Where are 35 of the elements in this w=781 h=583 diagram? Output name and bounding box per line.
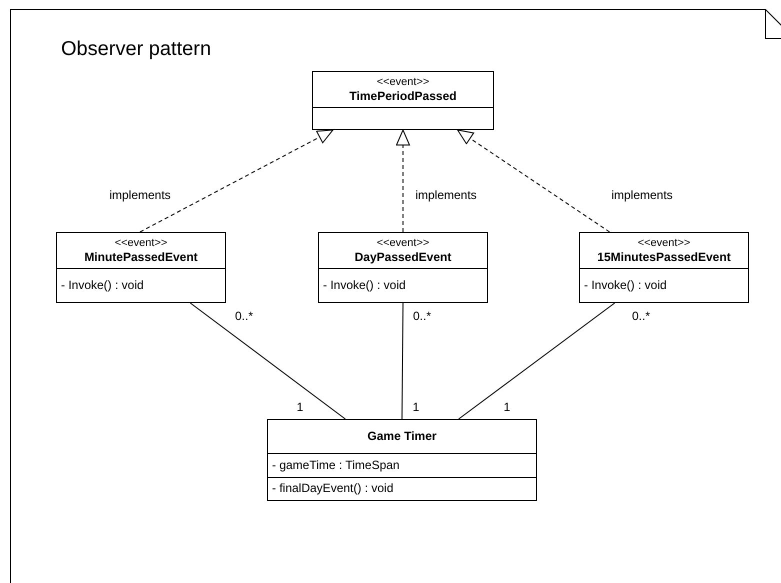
stereotype-label: <<event>> [114, 236, 168, 250]
class-box [56, 232, 226, 303]
member-text: - Invoke() : void [584, 278, 667, 293]
class-box [312, 71, 494, 130]
multiplicity-label: 1 [504, 400, 510, 414]
dashed-arrow [396, 130, 410, 232]
stereotype-label: <<event>> [376, 76, 430, 88]
association-line [402, 302, 404, 420]
dashed-arrow [139, 130, 334, 232]
dashed-arrow [457, 130, 610, 232]
member-text: - gameTime : TimeSpan [272, 458, 400, 473]
multiplicity-label: 1 [412, 400, 420, 414]
member-text: - finalDayEvent() : void [272, 481, 394, 496]
stereotype-label: <<event>> [638, 236, 690, 250]
class-name: MinutePassedEvent [84, 250, 198, 264]
class-name: TimePeriodPassed [349, 88, 457, 104]
member-text: - Invoke() : void [61, 278, 144, 293]
class-name: 15MinutesPassedEvent [597, 250, 731, 264]
diagram-title: Observer pattern [61, 38, 212, 61]
class-name: DayPassedEvent [354, 250, 452, 264]
edge-label: implements [413, 188, 479, 202]
member-text: - Invoke() : void [323, 278, 406, 293]
multiplicity-label: 0..* [632, 309, 650, 323]
edge-label: implements [107, 188, 173, 202]
class-box [579, 232, 749, 303]
association-line [190, 302, 346, 420]
class-name: Game Timer [367, 429, 437, 444]
stereotype-label: <<event>> [376, 236, 430, 250]
class-box [267, 419, 537, 501]
multiplicity-label: 1 [296, 400, 304, 414]
association-line [458, 302, 616, 420]
edge-label: implements [609, 188, 675, 202]
class-box [318, 232, 488, 303]
multiplicity-label: 0..* [413, 309, 431, 323]
multiplicity-label: 0..* [235, 309, 253, 323]
